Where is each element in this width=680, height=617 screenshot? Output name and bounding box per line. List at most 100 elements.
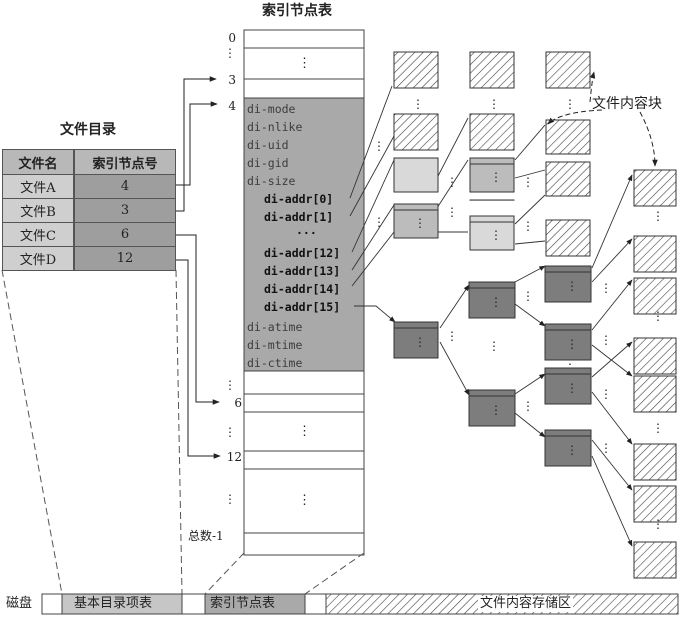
col4-ellipsis: ⋮ — [652, 309, 664, 323]
field-di-uid: di-uid — [247, 138, 289, 152]
disk-segment-dir: 基本目录项表 — [74, 596, 153, 611]
data-block — [545, 161, 591, 197]
inode-index-ellipsis-4: ⋮ — [224, 492, 236, 506]
disk-label: 磁盘 — [6, 596, 33, 611]
inode-table — [243, 29, 365, 556]
inode-index-6: 6 — [234, 396, 242, 410]
disk-segment-inode: 索引节点表 — [210, 596, 276, 611]
index-block-ellipsis: ⋮ — [490, 228, 502, 242]
inode-4-record — [243, 97, 365, 372]
col0-ellipsis-2: ⋮ — [373, 215, 385, 229]
index-block-ellipsis: ⋮ — [566, 381, 578, 395]
data-block — [545, 219, 591, 257]
dark-side-ellipsis-2: ⋮ — [522, 289, 534, 303]
dir-row-c-inode: 6 — [74, 222, 176, 247]
data-block — [469, 113, 515, 151]
data-block — [545, 51, 591, 89]
dark-side-ellipsis-7: ⋮ — [600, 441, 612, 455]
index-block-ellipsis: ⋮ — [490, 295, 502, 309]
dark-mid-ellipsis: ⋮ — [488, 339, 500, 353]
inode-index-ellipsis-3: ⋮ — [224, 425, 236, 439]
col0-ellipsis: ⋮ — [373, 139, 385, 153]
index-block-ellipsis: ⋮ — [566, 337, 578, 351]
disk-segment-content: 文件内容存储区 — [478, 596, 574, 612]
inode-index-ellipsis-2: ⋮ — [224, 378, 236, 392]
field-di-addr-15: di-addr[15] — [264, 300, 341, 314]
data-block — [633, 169, 677, 207]
block-layer: ⋮⋮⋮⋮⋮⋮⋮⋮⋮⋮⋮⋮⋮⋮⋮⋮⋮⋮⋮⋮⋮⋮⋮⋮⋮⋮⋮⋮⋮⋮⋮⋮ — [373, 51, 677, 579]
field-di-addr-dots: ··· — [296, 226, 317, 240]
dir-row-b-inode: 3 — [74, 198, 176, 223]
dark-side-ellipsis-4: ⋮ — [600, 281, 612, 295]
disk-projection-lines — [1, 269, 365, 595]
dir-row-a-name: 文件A — [2, 174, 74, 199]
data-block — [633, 337, 677, 375]
index-block-ellipsis: ⋮ — [490, 170, 502, 184]
address-pointer-lines — [349, 85, 633, 547]
inode-table-title: 索引节点表 — [262, 3, 332, 19]
field-di-gid: di-gid — [247, 156, 289, 170]
inode-index-3: 3 — [228, 73, 236, 87]
content-label-arrows — [547, 71, 658, 167]
data-block — [633, 443, 677, 481]
inode-index-ellipsis: ⋮ — [224, 46, 236, 60]
field-di-size: di-size — [247, 174, 296, 188]
index-block-ellipsis: ⋮ — [414, 216, 426, 230]
data-block — [633, 235, 677, 273]
index-block-ellipsis: ⋮ — [490, 403, 502, 417]
dir-row-a-inode: 4 — [74, 174, 176, 199]
data-block — [633, 541, 677, 579]
field-di-atime: di-atime — [247, 320, 303, 334]
inode-index-4: 4 — [228, 99, 236, 113]
inode-row-ellipsis-1: ⋮ — [298, 56, 311, 71]
inode-row-ellipsis-2: ⋮ — [298, 424, 311, 439]
field-di-nlike: di-nlike — [247, 120, 303, 134]
data-block — [393, 113, 439, 151]
direct-block — [393, 157, 439, 193]
data-block — [633, 277, 677, 315]
index-block-ellipsis: ⋮ — [566, 279, 578, 293]
field-di-addr-1: di-addr[1] — [264, 210, 334, 224]
field-di-ctime: di-ctime — [247, 356, 303, 370]
dir-row-b-name: 文件B — [2, 198, 74, 223]
index-block-ellipsis: ⋮ — [414, 335, 426, 349]
directory-arrows — [176, 76, 221, 459]
field-di-mtime: di-mtime — [247, 338, 303, 352]
inode-index-last: 总数-1 — [188, 529, 224, 543]
dir-header-name: 文件名 — [2, 149, 74, 175]
col4-ellipsis: ⋮ — [652, 209, 664, 223]
content-block-label: 文件内容块 — [592, 96, 662, 112]
data-block — [633, 375, 677, 413]
col1-ellipsis: ⋮ — [412, 97, 424, 111]
dark-side-ellipsis: ⋮ — [446, 329, 458, 343]
dark-side-ellipsis-3: ⋮ — [522, 399, 534, 413]
field-di-addr-13: di-addr[13] — [264, 264, 341, 278]
inode-index-0: 0 — [228, 31, 236, 45]
data-block — [393, 51, 439, 89]
col2-side-ellipsis: ⋮ — [522, 175, 534, 189]
col2-side-ellipsis-2: ⋮ — [522, 219, 534, 233]
field-di-addr-12: di-addr[12] — [264, 246, 341, 260]
directory-title: 文件目录 — [60, 122, 116, 138]
dir-row-c-name: 文件C — [2, 222, 74, 247]
inode-index-12: 12 — [226, 450, 242, 464]
dark-side-ellipsis-6: ⋮ — [600, 387, 612, 401]
col3-ellipsis: ⋮ — [564, 97, 576, 111]
inode-row-ellipsis-3: ⋮ — [298, 493, 311, 508]
col1-side-ellipsis-2: ⋮ — [446, 205, 458, 219]
dir-header-inode: 索引节点号 — [74, 149, 176, 175]
dir-row-d-name: 文件D — [2, 246, 74, 271]
col1-side-ellipsis: ⋮ — [446, 175, 458, 189]
col2-ellipsis: ⋮ — [488, 97, 500, 111]
field-di-mode: di-mode — [247, 102, 296, 116]
col4-ellipsis: ⋮ — [652, 421, 664, 435]
dir-row-d-inode: 12 — [74, 246, 176, 271]
field-di-addr-14: di-addr[14] — [264, 282, 341, 296]
data-block — [545, 119, 591, 155]
index-block-ellipsis: ⋮ — [566, 443, 578, 457]
col4-ellipsis: ⋮ — [652, 517, 664, 531]
dark-side-ellipsis-5: ⋮ — [600, 333, 612, 347]
data-block — [633, 485, 677, 523]
data-block — [469, 51, 515, 89]
